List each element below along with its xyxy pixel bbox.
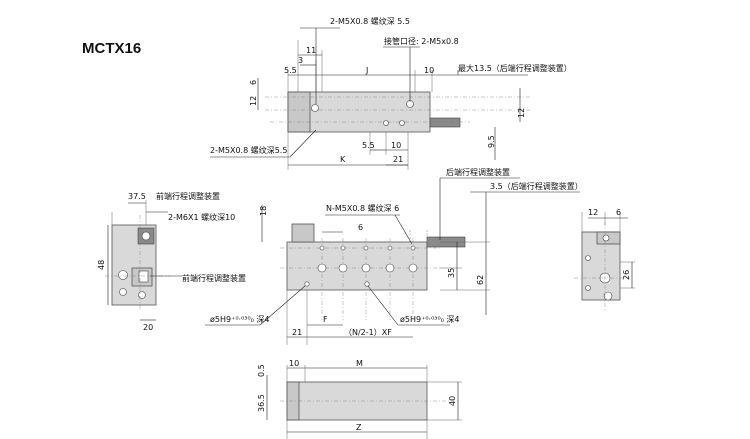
dim-10-bottom: 10	[289, 359, 299, 368]
dim-6-front: 6	[358, 223, 363, 232]
top-port-1	[311, 104, 319, 112]
dim-5-5-side: 5.5	[362, 141, 375, 150]
dim-9-5: 9.5	[487, 135, 496, 148]
front-tap-3	[361, 263, 371, 273]
front-adj-label-a: 前端行程调整装置	[156, 191, 220, 201]
front-tap-5	[408, 263, 418, 273]
top-cylinder-body	[287, 91, 431, 133]
dim-21-front: 21	[292, 328, 302, 337]
tap-side-label: 2-M5X0.8 螺纹深5.5	[210, 145, 287, 155]
dim-12-left: 12	[249, 96, 258, 106]
front-tap-4	[385, 263, 395, 273]
dim-62: 62	[476, 275, 485, 285]
dim-6-top: 6	[249, 80, 258, 85]
dim-37-5: 37.5	[128, 192, 146, 201]
dim-21-top: 21	[393, 155, 403, 164]
dim-40: 40	[448, 396, 457, 406]
pipe-port-label: 接管口径: 2-M5x0.8	[384, 36, 459, 46]
dim-26: 26	[622, 270, 631, 280]
front-main-body	[286, 241, 428, 291]
rear-adj-35-label: 3.5（后端行程调整装置）	[490, 181, 583, 191]
front-tap-1	[317, 263, 327, 273]
front-pin-1	[304, 281, 310, 287]
dim-12-right: 12	[517, 108, 526, 118]
dim-12-right-view: 12	[588, 208, 598, 217]
dim-11: 11	[306, 46, 316, 55]
max-stroke-adj-label: 最大13.5（后端行程调整装置）	[458, 63, 572, 73]
front-tap-2	[338, 263, 348, 273]
dim-K: K	[340, 155, 346, 164]
left-end-view: 37.5 前端行程调整装置 2-M6X1 螺纹深10 48 前端行程调整装置 2…	[97, 191, 246, 332]
model-title: MCTX16	[82, 40, 141, 57]
pin-hole-label-b: ø5H9⁺⁰·⁰³⁰₀ 深4	[400, 315, 460, 324]
tap-top-label: 2-M5X0.8 螺纹深 5.5	[330, 16, 410, 26]
dim-48: 48	[97, 260, 106, 270]
front-adj-label-b: 前端行程调整装置	[182, 273, 246, 283]
dim-6-right-view: 6	[616, 208, 621, 217]
dim-Z: Z	[356, 423, 362, 432]
right-end-view: 12 6 26	[574, 208, 635, 310]
dim-5-5-top: 5.5	[284, 66, 297, 75]
dim-18: 18	[259, 206, 268, 216]
m6-tap-label: 2-M6X1 螺纹深10	[168, 212, 235, 222]
rear-adj-label: 后端行程调整装置	[446, 167, 510, 177]
top-view: 2-M5X0.8 螺纹深 5.5 接管口径: 2-M5x0.8 最大13.5（后…	[210, 16, 572, 170]
dim-36-5: 36.5	[257, 394, 266, 412]
dim-20: 20	[143, 323, 153, 332]
front-view: 18 N-M5X0.8 螺纹深 6 6 后端行程调整装置 3.5（后端行程调整装…	[205, 167, 583, 345]
dim-0-5: 0.5	[257, 364, 266, 377]
dim-10-side: 10	[391, 141, 401, 150]
top-tap-2	[399, 120, 405, 126]
dim-n-xf: （N/2-1）XF	[344, 328, 392, 337]
top-piston-rod	[429, 117, 461, 128]
n-tap-label: N-M5X0.8 螺纹深 6	[326, 203, 399, 213]
dim-35: 35	[447, 268, 456, 278]
front-end-block	[291, 223, 315, 243]
dim-M: M	[356, 359, 363, 368]
dim-10-top: 10	[424, 66, 434, 75]
top-tap-1	[383, 120, 389, 126]
front-pin-2	[364, 281, 370, 287]
top-end-block	[287, 91, 311, 133]
bottom-view: 10 M 0.5 36.5 40 Z	[257, 359, 462, 439]
dim-J: J	[365, 66, 368, 75]
dim-F: F	[323, 315, 328, 324]
pin-hole-label-a: ø5H9⁺⁰·⁰³⁰₀ 深4	[210, 315, 270, 324]
dim-3: 3	[298, 56, 303, 65]
